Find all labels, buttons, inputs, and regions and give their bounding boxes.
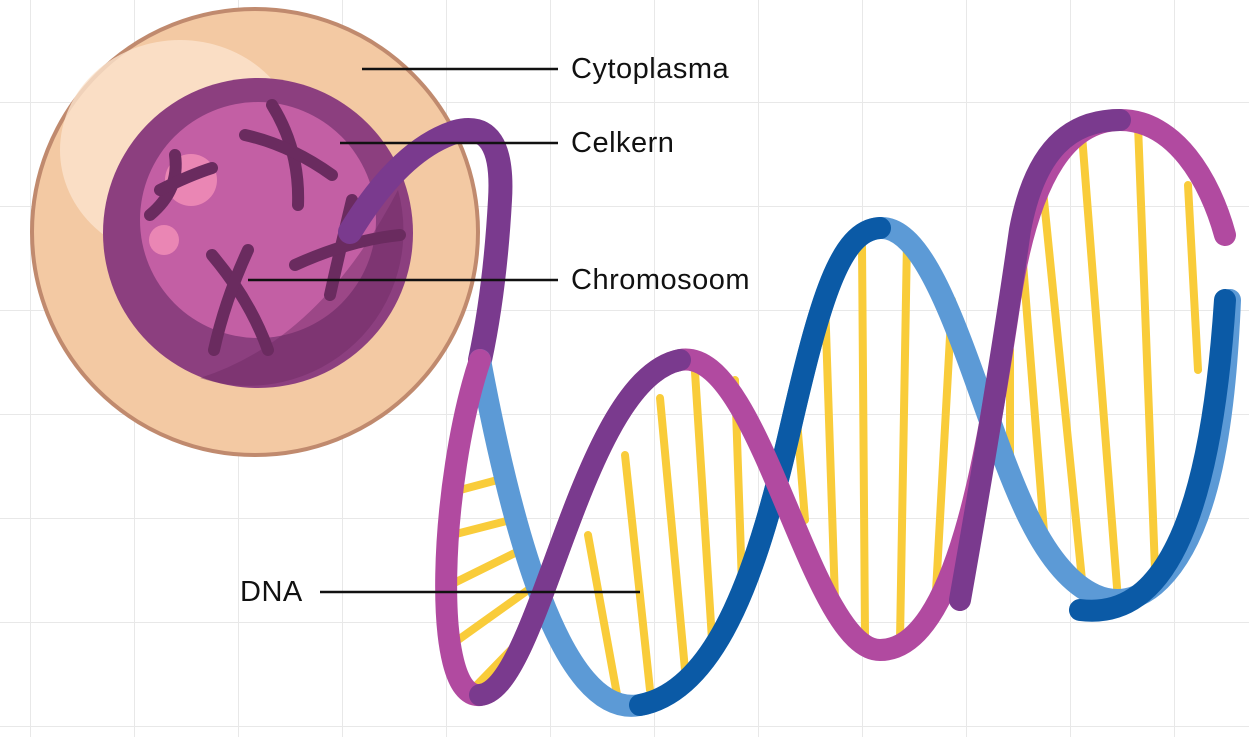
label-cytoplasm: Cytoplasma (571, 53, 730, 85)
label-chromosome: Chromosoom (571, 264, 751, 296)
cell (30, 7, 480, 457)
label-dna: DNA (240, 576, 303, 608)
dna-helix (435, 108, 1241, 717)
nucleolus-small (149, 225, 179, 255)
nucleus-shadow (200, 190, 404, 386)
label-nucleus: Celkern (571, 127, 675, 159)
base-pairs (446, 121, 1202, 704)
dna-strand-darkblue (629, 217, 1236, 716)
leader-lines (248, 67, 640, 594)
dna-strand-purple (469, 109, 1131, 706)
chromosome-shapes (144, 99, 406, 356)
